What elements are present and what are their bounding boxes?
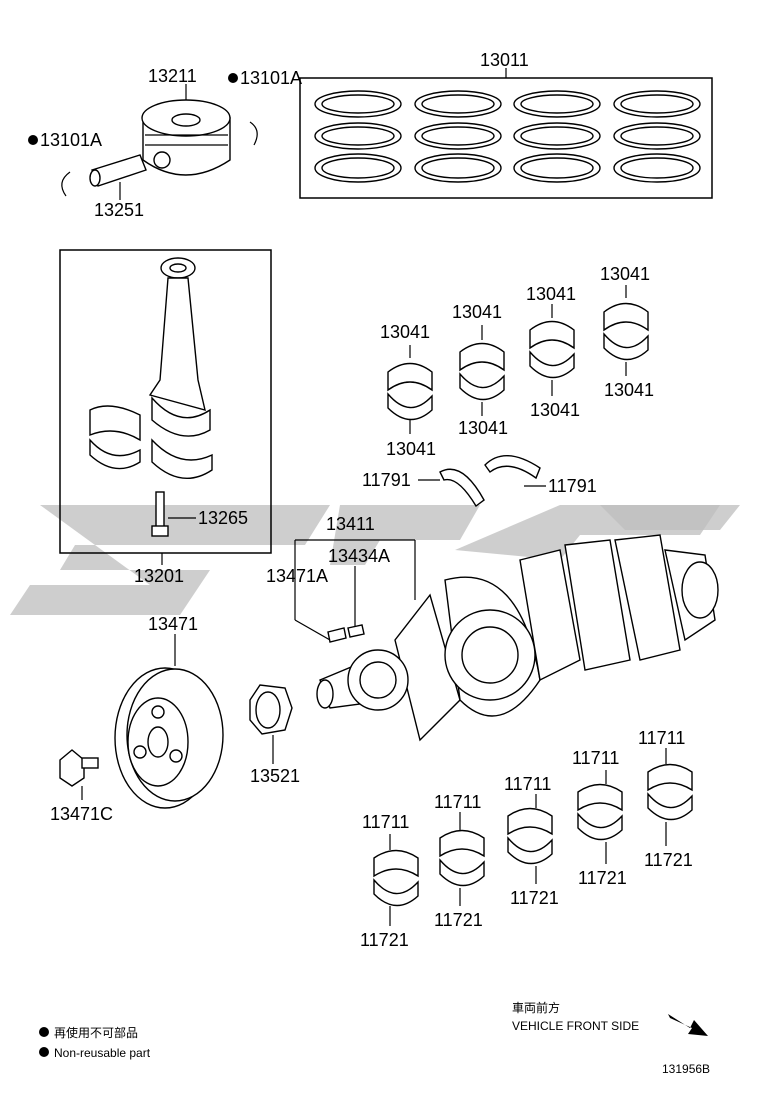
non-reusable-bullet-icon: [28, 135, 38, 145]
snap-ring-left: [61, 171, 71, 197]
label-bearing-4-top: 13041: [600, 264, 650, 284]
label-bearing-4-bottom: 13041: [604, 380, 654, 400]
label-pulley: 13471: [148, 614, 198, 634]
label-ring-set: 13011: [480, 50, 529, 70]
label-snap-ring-right: 13101A: [240, 68, 302, 88]
diagram-id: 131956B: [662, 1062, 710, 1076]
pulley-bolt: [59, 749, 99, 787]
crank-pulley: [114, 667, 224, 809]
piston-pin: [89, 154, 147, 187]
label-main-lower-2: 11721: [434, 910, 483, 930]
label-conrod-bolt: 13265: [198, 508, 248, 528]
label-main-lower-1: 11721: [360, 930, 409, 950]
label-main-upper-4: 11711: [572, 748, 619, 768]
label-thrust-washer-left: 11791: [362, 470, 411, 490]
label-bearing-3-bottom: 13041: [530, 400, 580, 420]
non-reusable-bullet-icon: [228, 73, 238, 83]
label-main-upper-5: 11711: [638, 728, 685, 748]
crank-gear: [249, 684, 293, 735]
label-main-upper-1: 11711: [362, 812, 409, 832]
crankshaft: [316, 534, 719, 742]
conrod-bolt: [151, 491, 169, 537]
label-main-upper-2: 11711: [434, 792, 481, 812]
snap-ring-right: [249, 121, 258, 146]
label-bearing-3-top: 13041: [526, 284, 576, 304]
conrod-assy-box: [59, 249, 272, 554]
label-key-2: 13471A: [266, 566, 328, 586]
legend-en: Non-reusable part: [54, 1046, 151, 1060]
crank-key: [327, 627, 347, 643]
piston-rings: [314, 90, 701, 183]
label-thrust-washer-right: 11791: [548, 476, 597, 496]
label-main-lower-5: 11721: [644, 850, 693, 870]
legend-bullet-icon: [39, 1027, 49, 1037]
label-snap-ring-left: 13101A: [40, 130, 102, 150]
watermark-logo: [10, 505, 740, 615]
direction-en: VEHICLE FRONT SIDE: [512, 1019, 639, 1033]
conrod-bearings: [387, 302, 649, 421]
thrust-washer-right: [484, 455, 541, 480]
label-key-1: 13434A: [328, 546, 390, 566]
label-pulley-bolt: 13471C: [50, 804, 113, 824]
label-bearing-1-top: 13041: [380, 322, 430, 342]
label-main-lower-4: 11721: [578, 868, 627, 888]
legend-jp: 再使用不可部品: [54, 1025, 138, 1040]
label-piston-pin: 13251: [94, 200, 144, 220]
thrust-washer-left: [439, 468, 485, 508]
label-main-upper-3: 11711: [504, 774, 551, 794]
label-conrod-assy: 13201: [134, 566, 184, 586]
legend-bullet-icon: [39, 1047, 49, 1057]
label-bearing-1-bottom: 13041: [386, 439, 436, 459]
piston-drawing: [141, 99, 231, 176]
label-piston: 13211: [148, 66, 197, 86]
direction-jp: 車両前方: [512, 1000, 560, 1015]
label-crankshaft: 13411: [326, 514, 375, 534]
connecting-rod: [89, 257, 213, 479]
label-bearing-2-top: 13041: [452, 302, 502, 322]
label-bearing-2-bottom: 13041: [458, 418, 508, 438]
label-main-lower-3: 11721: [510, 888, 559, 908]
main-bearings: [373, 763, 693, 907]
front-arrow-icon: [668, 1014, 708, 1036]
label-crank-gear: 13521: [250, 766, 300, 786]
